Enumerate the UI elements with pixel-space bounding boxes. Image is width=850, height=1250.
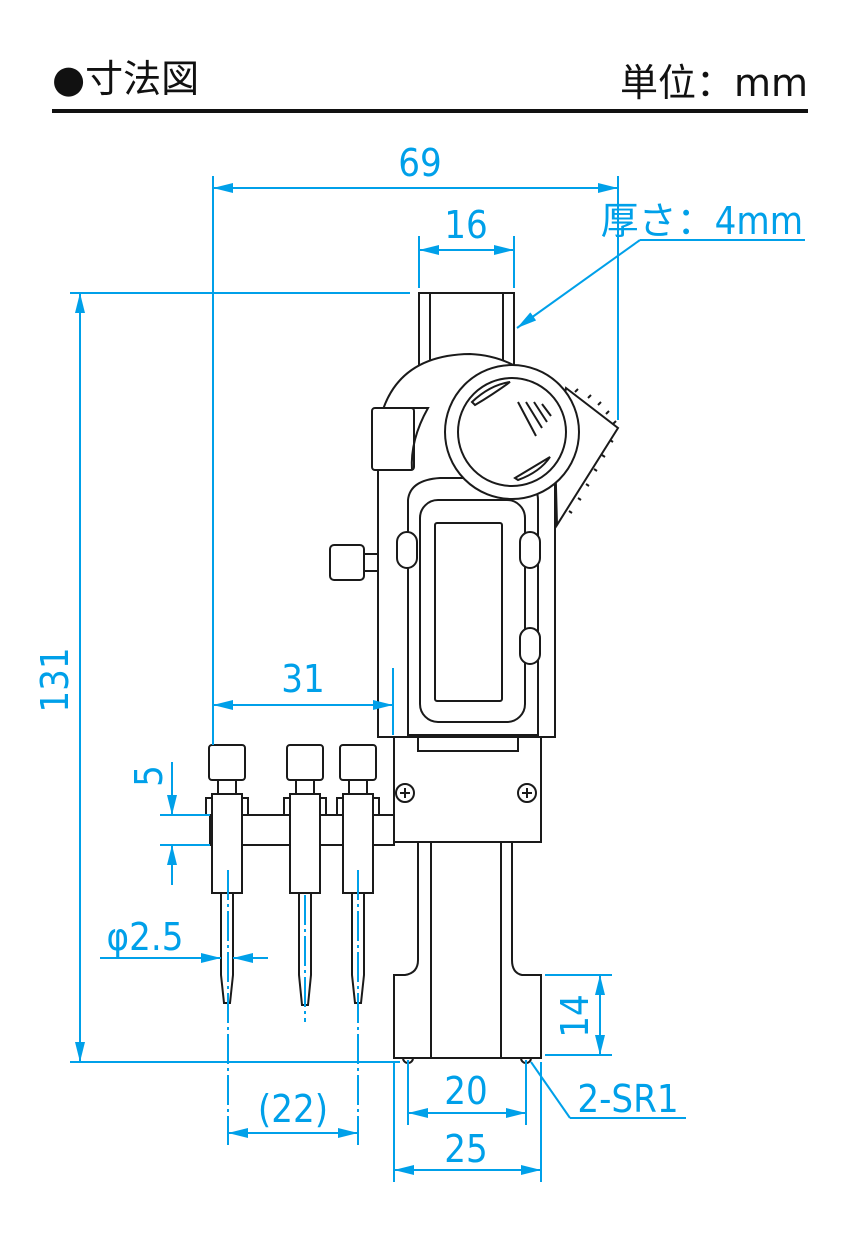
- dim-foot-spacing: 20: [444, 1069, 488, 1113]
- dial-logo: [517, 401, 552, 437]
- caliper-device: [209, 292, 620, 1064]
- dim-base-width: 25: [444, 1127, 488, 1171]
- button-right-bottom: [519, 627, 541, 665]
- button-left: [396, 531, 418, 569]
- side-clip: [371, 407, 415, 471]
- dim-beam-width: 16: [444, 203, 488, 247]
- dim-overall-width: 69: [398, 141, 442, 185]
- dim-offset: 31: [281, 657, 325, 701]
- dim-foot-radius: 2-SR1: [577, 1077, 678, 1121]
- dim-thickness: 厚さ：4mm: [601, 199, 803, 243]
- unit-label: 単位：mm: [620, 61, 808, 105]
- dimension-lines: [70, 176, 805, 1182]
- dial-inner: [457, 377, 567, 487]
- screw-right: [517, 783, 537, 803]
- base-jaw: [393, 841, 542, 1059]
- button-right-top: [519, 531, 541, 569]
- dim-arm-thickness: 5: [127, 765, 171, 787]
- lcd-screen: [434, 522, 503, 702]
- lock-knob: [329, 544, 365, 581]
- screw-left: [395, 783, 415, 803]
- dim-height: 131: [33, 647, 77, 712]
- section-title: ●寸法図: [52, 57, 199, 101]
- dim-pin-spacing: (22): [258, 1087, 328, 1131]
- dim-jaw-height: 14: [553, 994, 597, 1038]
- dim-pin-diameter: φ2.5: [107, 915, 184, 959]
